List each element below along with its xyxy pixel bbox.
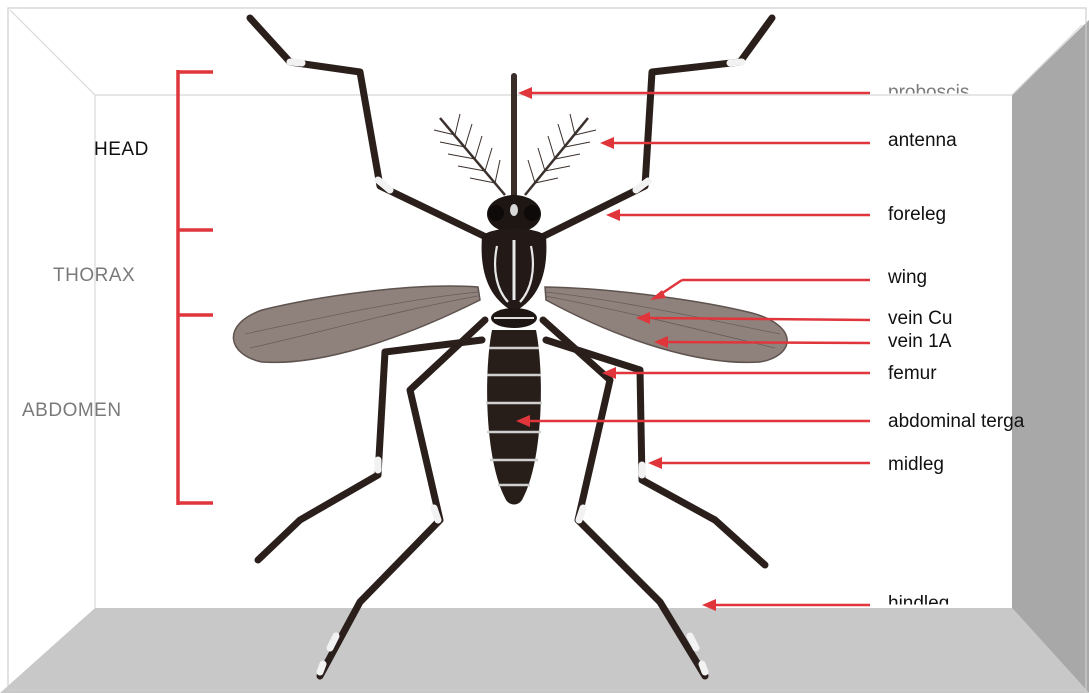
label-wing: wing	[888, 268, 927, 287]
segment-label-thorax: THORAX	[53, 266, 135, 285]
pointer-vein-1a	[666, 342, 870, 343]
label-antenna: antenna	[888, 131, 957, 150]
label-midleg: midleg	[888, 455, 944, 474]
left-foreleg	[250, 18, 488, 238]
head	[487, 195, 541, 233]
thorax	[482, 229, 547, 329]
segment-label-abdomen: ABDOMEN	[22, 401, 122, 420]
label-femur: femur	[888, 364, 937, 383]
label-vein-cu: vein Cu	[888, 309, 952, 328]
right-foreleg	[540, 18, 772, 238]
label-vein-1a: vein 1A	[888, 332, 951, 351]
abdomen	[486, 330, 542, 505]
left-hindleg	[258, 340, 482, 560]
label-abdominal-terga: abdominal terga	[888, 412, 1024, 431]
segment-bracket	[178, 70, 213, 505]
segment-label-head: HEAD	[94, 140, 149, 159]
left-wing	[233, 286, 480, 362]
label-foreleg: foreleg	[888, 205, 946, 224]
